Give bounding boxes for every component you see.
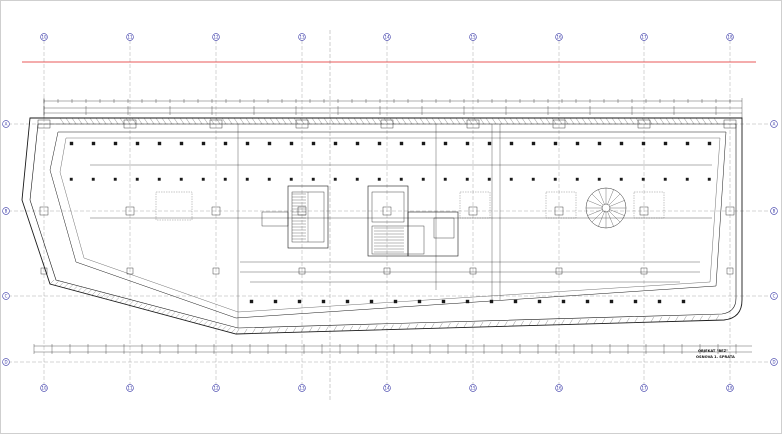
grid-label-8: 18 [727,385,733,390]
grid-bubble-right-2 [770,292,778,300]
grid-bubble-top-1 [126,384,134,392]
grid-label-right-3: D [772,359,775,364]
grid-bubble-top-0 [40,384,48,392]
grid-label-0: 10 [41,34,47,39]
drawing-title-line2: OSNOVA 1. SPRATA [696,355,735,359]
grid-bubble-left-0 [2,120,10,128]
dimension-ticks [33,99,737,354]
grid-bubble-top-3 [298,384,306,392]
grid-bubble-top-4 [383,384,391,392]
grid-bubble-left-3 [2,358,10,366]
grid-label-7: 17 [641,34,647,39]
grid-label-2: 12 [213,385,219,390]
building-outer-wall [21,117,743,335]
grid-label-1: 11 [127,385,133,390]
rooftop-units [155,191,665,221]
grid-label-6: 16 [556,385,562,390]
grid-label-2: 12 [213,34,219,39]
grid-lines [8,30,774,400]
grid-bubble-top-2 [212,384,220,392]
grid-label-0: 10 [41,385,47,390]
grid-label-5: 15 [470,34,476,39]
grid-label-4: 14 [384,385,390,390]
grid-label-3: 13 [299,34,305,39]
grid-bubble-top-6 [555,33,563,41]
grid-bubble-right-0 [770,120,778,128]
grid-label-8: 18 [727,34,733,39]
grid-label-7: 17 [641,385,647,390]
grid-label-right-1: B [773,208,776,213]
grid-bubble-top-3 [298,33,306,41]
core-left [261,185,329,249]
grid-label-left-3: D [4,359,7,364]
grid-bubble-top-8 [726,384,734,392]
grid-label-4: 14 [384,34,390,39]
drawing-title-line1: OBJEKAT "BEZ" [698,349,728,353]
grid-bubble-top-7 [640,384,648,392]
grid-bubble-top-0 [40,33,48,41]
grid-bubble-top-5 [469,33,477,41]
stair-treads-left [292,193,306,240]
interior-beams [90,124,712,328]
terrace-edge-inner [59,137,721,313]
spiral-stair-treads [586,188,626,228]
building-inner-wall [29,123,737,329]
grid-bubble-top-7 [640,33,648,41]
dimension-lines-bottom [34,345,752,353]
grid-bubble-left-2 [2,292,10,300]
grid-label-right-2: C [773,293,776,298]
grid-bubble-right-1 [770,207,778,215]
grid-label-6: 16 [556,34,562,39]
grid-bubble-top-4 [383,33,391,41]
grid-label-1: 11 [127,34,133,39]
core-right [367,185,459,257]
grid-label-right-0: A [773,121,776,126]
grid-bubble-top-6 [555,384,563,392]
grid-bubble-top-2 [212,33,220,41]
stair-treads-right [374,227,404,253]
grid-label-5: 15 [470,385,476,390]
grid-label-left-2: C [5,293,8,298]
grid-bubble-top-5 [469,384,477,392]
terrace-edge [49,131,727,319]
grid-bubble-left-1 [2,207,10,215]
grid-bubble-top-1 [126,33,134,41]
grid-label-3: 13 [299,385,305,390]
grid-label-left-0: A [5,121,8,126]
wall-hatching [49,117,719,335]
grid-bubble-top-8 [726,33,734,41]
grid-bubble-right-3 [770,358,778,366]
grid-label-left-1: B [5,208,8,213]
dimension-lines-top [43,98,743,118]
structural-columns [37,119,737,304]
